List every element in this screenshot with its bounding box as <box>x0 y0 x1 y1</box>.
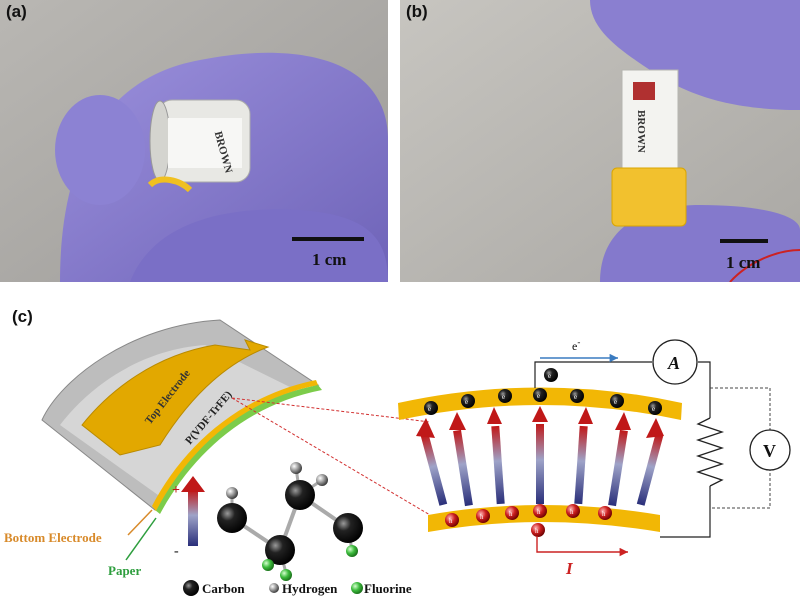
scale-bar-a <box>292 237 364 241</box>
resistor <box>695 417 725 487</box>
scale-bar-b <box>720 239 768 243</box>
top-electrode <box>81 339 270 456</box>
svg-text:e: e <box>614 398 617 406</box>
svg-text:h: h <box>509 510 513 518</box>
photo-panel-b: BROWN <box>400 0 800 282</box>
device-film <box>60 345 300 500</box>
photo-b-illustration: BROWN <box>400 0 800 282</box>
sample-text-b: BROWN <box>635 110 647 153</box>
ammeter <box>652 339 698 385</box>
svg-text:h: h <box>449 517 453 525</box>
svg-text:h: h <box>480 513 484 521</box>
scale-text-b: 1 cm <box>726 253 761 272</box>
zoom-top-electrode <box>398 387 682 420</box>
dipole-arrow <box>188 490 198 546</box>
electron-flow-label: e- <box>572 337 580 353</box>
scale-text-a: 1 cm <box>312 250 347 269</box>
film-label: P(VDF-TrFE) <box>183 389 235 447</box>
svg-text:e: e <box>574 393 577 401</box>
pvdf-molecule <box>217 462 363 581</box>
zoom-bottom-electrode <box>428 505 660 532</box>
paper-leader <box>125 517 157 561</box>
svg-text:h: h <box>570 508 574 516</box>
voltmeter-label: V <box>763 441 776 461</box>
svg-text:e: e <box>548 372 551 380</box>
voltmeter <box>749 429 791 471</box>
svg-text:h: h <box>535 527 539 535</box>
svg-text:h: h <box>602 510 606 518</box>
electrons: e e e e e e e e <box>424 368 662 415</box>
sample-base <box>611 167 687 227</box>
svg-text:e: e <box>465 398 468 406</box>
legend-hydrogen-swatch <box>269 583 279 593</box>
paper-label: Paper <box>108 563 142 578</box>
panel-label-c: (c) <box>12 307 33 326</box>
svg-text:e: e <box>502 393 505 401</box>
glove-top <box>590 0 800 110</box>
bottom-electrode-leader <box>127 509 153 536</box>
panel-label-b: (b) <box>406 2 428 21</box>
legend-fluorine-swatch <box>351 582 363 594</box>
svg-text:h: h <box>537 508 541 516</box>
dipole-minus: - <box>174 544 179 559</box>
svg-text:e: e <box>537 392 540 400</box>
dipole-plus: + <box>172 483 180 498</box>
glove-thumb <box>130 209 388 282</box>
svg-text:e: e <box>428 405 431 413</box>
circuit-wires <box>534 361 711 538</box>
photo-panel-a: BROWN <box>0 0 388 282</box>
holes: h h h h h h h <box>445 504 612 537</box>
ammeter-label: A <box>667 353 680 373</box>
legend-fluorine-label: Fluorine <box>364 581 412 596</box>
current-label: I <box>565 559 574 578</box>
top-electrode-label: Top Electrode <box>143 368 193 427</box>
svg-text:e: e <box>652 405 655 413</box>
device-substrate <box>41 319 320 511</box>
legend-carbon-label: Carbon <box>202 581 245 596</box>
photo-a-illustration: BROWN <box>0 0 388 282</box>
legend-carbon-swatch <box>183 580 199 596</box>
legend-hydrogen-label: Hydrogen <box>282 581 338 596</box>
polarization-arrows <box>416 406 664 507</box>
bottom-electrode-edge <box>152 380 318 511</box>
panel-label-a: (a) <box>6 2 27 21</box>
bottom-electrode-label: Bottom Electrode <box>4 530 102 545</box>
paper-edge <box>155 385 322 514</box>
